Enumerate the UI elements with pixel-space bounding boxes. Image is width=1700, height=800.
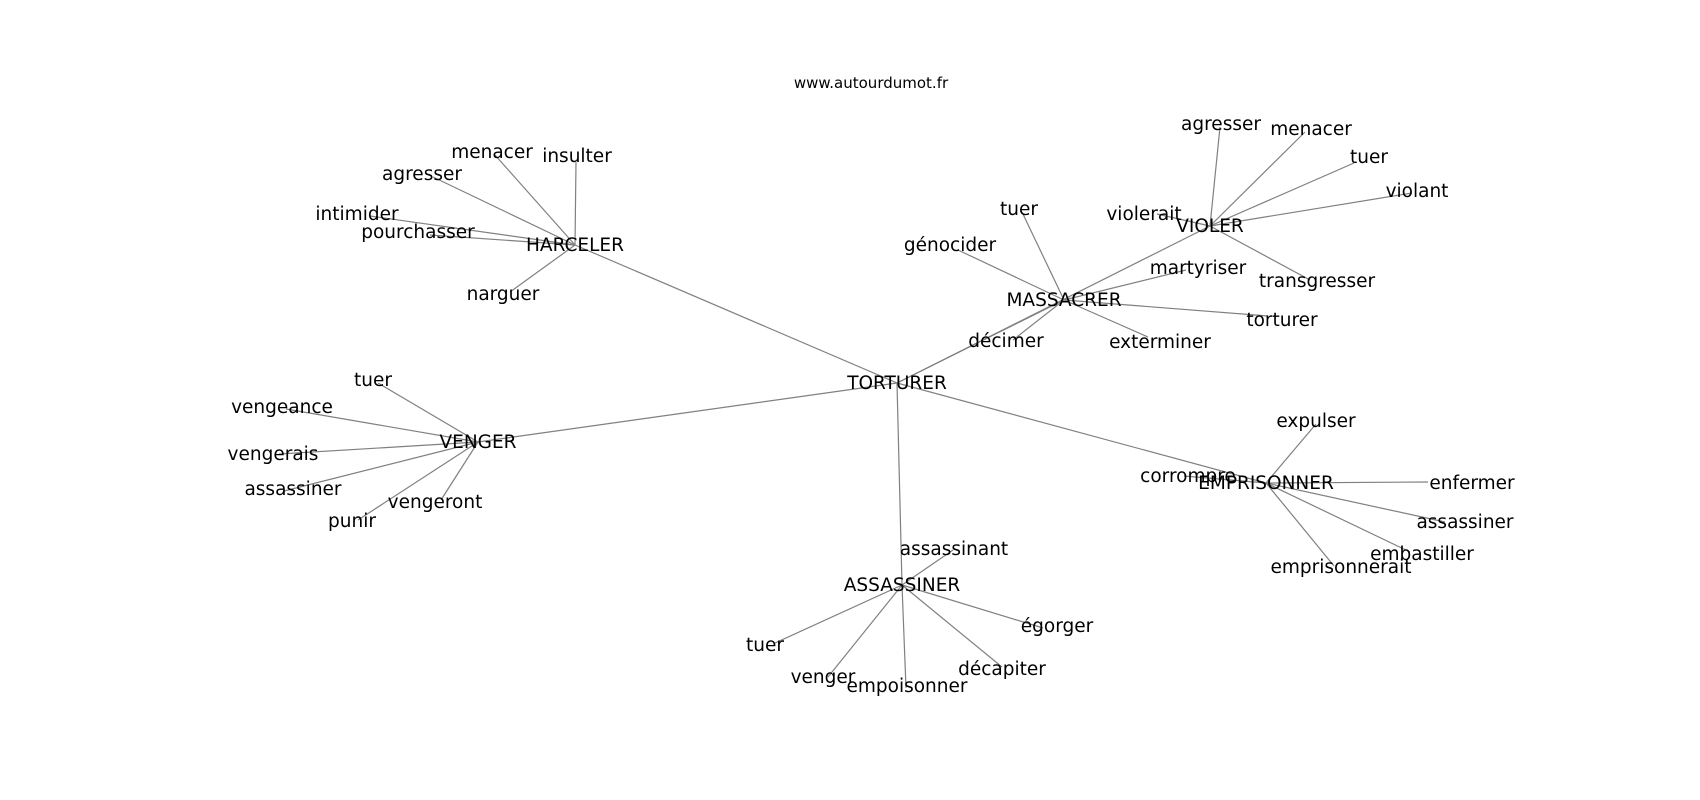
edge-center-violer xyxy=(896,225,1211,384)
word-node-tuer[interactable]: tuer xyxy=(1000,199,1038,220)
edge-massacrer-genocider xyxy=(957,249,1065,301)
word-node-agresser[interactable]: agresser xyxy=(1181,114,1261,135)
edge-assassiner-egorger xyxy=(901,584,1044,629)
edge-center-emprisonner xyxy=(896,382,1267,484)
word-node-exterminer[interactable]: exterminer xyxy=(1109,332,1211,353)
edge-violer-tuer xyxy=(1209,162,1355,227)
edge-emprisonner-embastiller xyxy=(1265,482,1411,553)
word-node-punir[interactable]: punir xyxy=(328,511,376,532)
word-node-assassiner[interactable]: assassiner xyxy=(1416,512,1513,533)
hub-node-massacrer[interactable]: MASSACRER xyxy=(1006,290,1121,311)
hub-node-assassiner[interactable]: ASSASSINER xyxy=(844,575,961,596)
edge-venger-assassiner xyxy=(283,441,479,492)
word-node-vengeront[interactable]: vengeront xyxy=(388,492,483,513)
edge-venger-vengeront xyxy=(440,441,479,501)
edge-assassiner-assassinant xyxy=(901,549,954,586)
word-node-tuer[interactable]: tuer xyxy=(1350,147,1388,168)
word-node-tuer[interactable]: tuer xyxy=(746,635,784,656)
edge-massacrer-martyriser xyxy=(1063,269,1187,301)
edge-massacrer-tuer xyxy=(1021,211,1065,301)
word-node-empoisonner[interactable]: empoisonner xyxy=(847,676,968,697)
word-node-decimer[interactable]: décimer xyxy=(968,331,1044,352)
edge-emprisonner-corrompre xyxy=(1183,475,1267,484)
edge-center-harceler xyxy=(574,244,898,384)
word-node-enfermer[interactable]: enfermer xyxy=(1429,473,1515,494)
word-node-venger[interactable]: venger xyxy=(791,667,856,688)
hub-node-emprisonner[interactable]: EMPRISONNER xyxy=(1198,473,1334,494)
edge-emprisonner-assassiner xyxy=(1265,482,1446,523)
word-node-menacer[interactable]: menacer xyxy=(451,142,533,163)
word-node-insulter[interactable]: insulter xyxy=(542,146,612,167)
graph-labels: menacer insulter agresser intimiderpourchas… xyxy=(228,114,1515,697)
edge-emprisonner-expulser xyxy=(1265,423,1317,484)
edge-harceler-menacer xyxy=(494,154,576,246)
word-node-martyriser[interactable]: martyriser xyxy=(1150,258,1247,279)
edge-assassiner-decapiter xyxy=(901,584,1003,668)
edge-harceler-agresser xyxy=(432,176,576,246)
edge-harceler-insulter xyxy=(574,161,577,246)
edge-assassiner-empoisonner xyxy=(901,584,907,689)
edge-venger-vengerais xyxy=(278,441,479,455)
edge-harceler-intimider xyxy=(369,215,576,246)
word-node-violerait[interactable]: violerait xyxy=(1106,204,1181,225)
word-node-menacer[interactable]: menacer xyxy=(1270,119,1352,140)
graph-edges xyxy=(278,126,1446,689)
word-node-decapiter[interactable]: décapiter xyxy=(958,659,1046,680)
edge-harceler-pourchasser xyxy=(429,234,576,246)
edge-assassiner-tuer xyxy=(774,584,903,644)
word-node-tuer[interactable]: tuer xyxy=(354,370,392,391)
word-node-vengerais[interactable]: vengerais xyxy=(228,444,319,465)
edge-massacrer-exterminer xyxy=(1063,299,1149,338)
edge-emprisonner-enfermer xyxy=(1265,481,1429,484)
word-node-emprisonnerait[interactable]: emprisonnerait xyxy=(1270,557,1411,578)
edge-center-venger xyxy=(477,382,898,443)
edge-violer-transgresser xyxy=(1209,225,1311,281)
edge-venger-vengeance xyxy=(285,408,479,443)
word-node-torturer[interactable]: torturer xyxy=(1246,310,1318,331)
word-node-assassinant[interactable]: assassinant xyxy=(900,539,1008,560)
edge-massacrer-torturer xyxy=(1063,299,1269,317)
edge-massacrer-decimer xyxy=(1012,299,1065,341)
hub-node-venger[interactable]: VENGER xyxy=(439,432,516,453)
edge-violer-violant xyxy=(1209,192,1413,227)
edge-violer-violerait xyxy=(1156,213,1211,227)
edge-venger-punir xyxy=(357,441,479,521)
word-node-violant[interactable]: violant xyxy=(1386,181,1449,202)
word-node-transgresser[interactable]: transgresser xyxy=(1259,271,1376,292)
word-node-egorger[interactable]: égorger xyxy=(1021,616,1094,637)
edge-assassiner-venger xyxy=(827,584,903,678)
word-node-vengeance[interactable]: vengeance xyxy=(231,397,333,418)
edge-center-assassiner xyxy=(896,382,903,586)
word-node-corrompre[interactable]: corrompre xyxy=(1140,466,1236,487)
word-node-narguer[interactable]: narguer xyxy=(467,284,540,305)
edge-venger-tuer xyxy=(377,382,479,443)
edge-violer-agresser xyxy=(1209,126,1221,227)
edge-emprisonner-emprisonnerait xyxy=(1265,482,1335,567)
center-node[interactable]: TORTURER xyxy=(846,373,947,394)
hub-node-violer[interactable]: VIOLER xyxy=(1176,216,1244,237)
site-url: www.autourdumot.fr xyxy=(794,74,949,92)
word-node-expulser[interactable]: expulser xyxy=(1276,411,1356,432)
edge-violer-menacer xyxy=(1209,131,1306,227)
word-node-agresser[interactable]: agresser xyxy=(382,164,462,185)
edge-harceler-narguer xyxy=(509,244,576,293)
word-node-embastiller[interactable]: embastiller xyxy=(1370,544,1474,565)
hub-node-harceler[interactable]: HARCELER xyxy=(526,235,624,256)
word-node-assassiner[interactable]: assassiner xyxy=(244,479,341,500)
word-node-pourchasser[interactable]: pourchasser xyxy=(361,222,475,243)
word-node-intimider[interactable]: intimider xyxy=(315,204,399,225)
word-node-genocider[interactable]: génocider xyxy=(904,235,997,256)
